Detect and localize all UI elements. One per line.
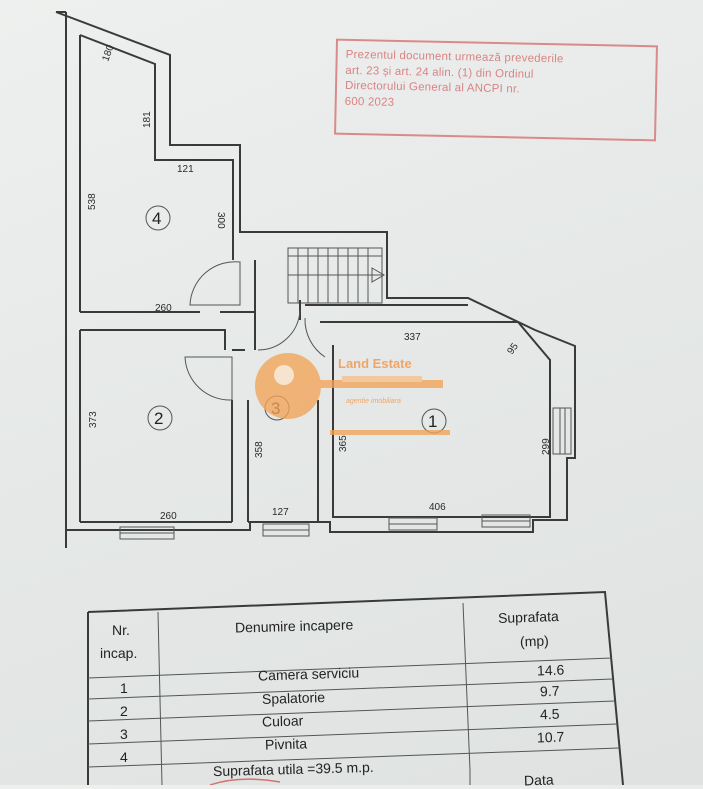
- row4-area: 10.7: [536, 728, 565, 746]
- dim-300: 300: [215, 212, 226, 229]
- room4-wall: [79, 34, 234, 260]
- watermark-brand: Land Estate: [338, 356, 412, 371]
- row2-nr: 2: [120, 703, 128, 719]
- dim-358: 358: [254, 441, 265, 458]
- dim-365: 365: [338, 435, 349, 452]
- door-arc-room3: [257, 309, 301, 351]
- row4-nr: 4: [120, 749, 128, 765]
- room-number-4: 4: [152, 209, 161, 228]
- row2-name: Spalatorie: [261, 689, 326, 707]
- row1-nr: 1: [120, 680, 128, 696]
- header-unit: (mp): [519, 632, 550, 650]
- door-arc-room2: [184, 356, 233, 401]
- room-number-2: 2: [154, 409, 163, 428]
- dim-260-top: 260: [155, 303, 172, 314]
- dim-538: 538: [87, 193, 98, 210]
- room-number-1: 1: [428, 412, 437, 431]
- dim-373: 373: [88, 411, 99, 428]
- door-arc-room1: [304, 317, 326, 358]
- dim-121: 121: [177, 164, 194, 175]
- header-incap: incap.: [100, 645, 138, 661]
- room1-wall: [320, 321, 551, 518]
- row1-area: 14.6: [536, 661, 565, 679]
- key-logo: [255, 353, 450, 435]
- dim-95: 95: [505, 341, 521, 357]
- dim-299: 299: [541, 438, 552, 455]
- header-denumire: Denumire incapere: [234, 616, 354, 636]
- row2-area: 9.7: [539, 682, 560, 700]
- header-nr: Nr.: [112, 622, 130, 638]
- red-stamp-fragment: [209, 778, 281, 785]
- dim-181: 181: [142, 111, 153, 128]
- dim-406: 406: [429, 502, 446, 513]
- row3-nr: 3: [120, 726, 128, 742]
- row3-area: 4.5: [539, 705, 560, 723]
- room2-wall: [80, 329, 226, 350]
- row1-name: Camera serviciu: [257, 664, 360, 684]
- row4-name: Pivnita: [264, 735, 308, 753]
- windows: [119, 407, 572, 540]
- legal-notice-stamp: Prezentul document urmează prevederile a…: [334, 38, 658, 142]
- dim-180: 180: [100, 43, 116, 63]
- data-label: Data: [523, 771, 554, 789]
- staircase: [287, 247, 385, 304]
- row3-name: Culoar: [261, 712, 304, 730]
- room-circle-2: [147, 405, 173, 431]
- dim-127: 127: [272, 507, 289, 518]
- watermark-tagline: agentie imobiliara: [346, 398, 401, 405]
- door-arc-room4: [189, 261, 241, 306]
- dim-337: 337: [404, 332, 421, 343]
- area-table-grid: [87, 590, 624, 785]
- dim-260-bottom: 260: [160, 511, 177, 522]
- outer-wall: [55, 11, 576, 548]
- header-suprafata: Suprafata: [497, 607, 559, 627]
- room-circle-4: [145, 205, 171, 231]
